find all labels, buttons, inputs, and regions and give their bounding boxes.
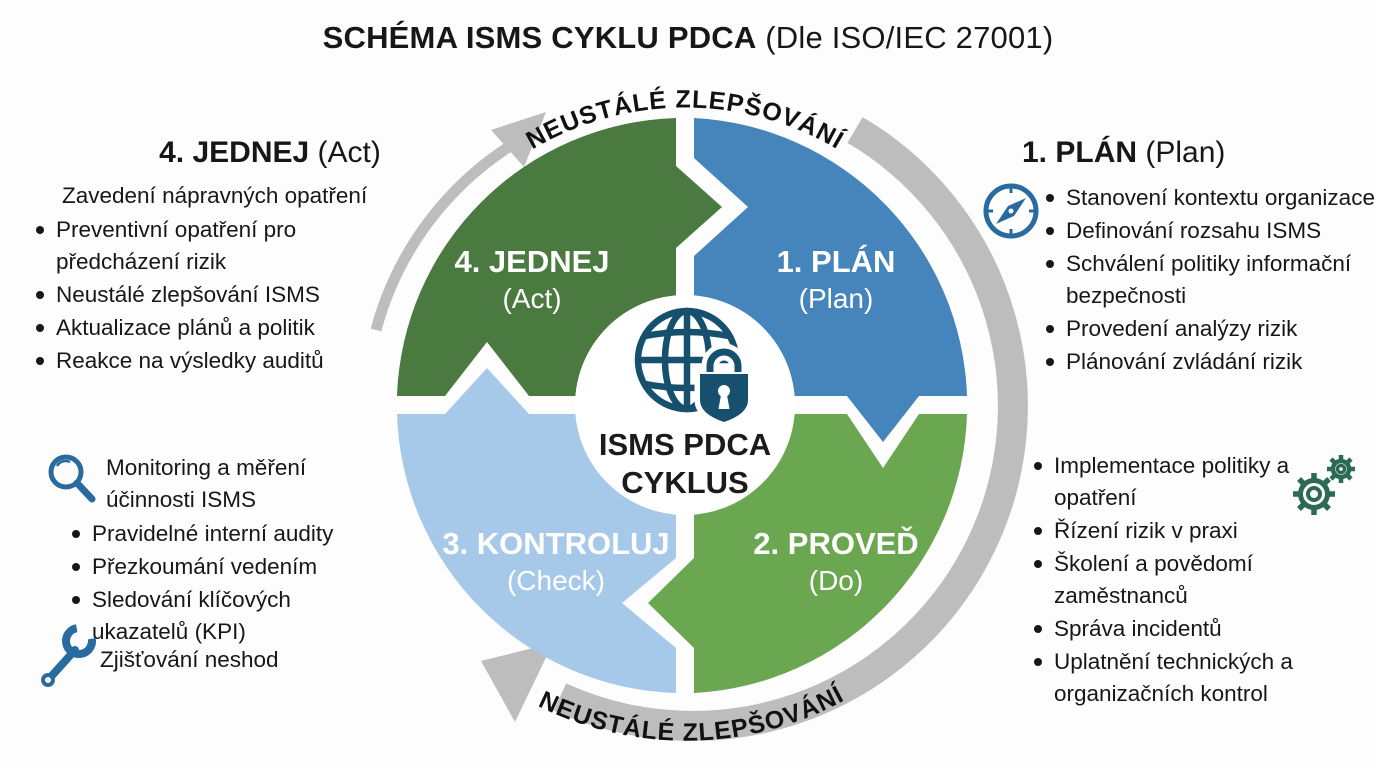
act-panel-heading: 4. JEDNEJ (Act) bbox=[159, 136, 381, 169]
quadrant-plan bbox=[694, 118, 967, 442]
quadrant-do bbox=[648, 414, 967, 693]
list-item: Definování rozsahu ISMS bbox=[1040, 215, 1376, 247]
quadrant-act bbox=[397, 118, 722, 396]
plan-panel-heading-suffix: (Plan) bbox=[1137, 136, 1226, 169]
list-item: Přezkoumání vedením bbox=[66, 551, 366, 583]
list-item: Neustálé zlepšování ISMS bbox=[30, 279, 402, 311]
list-item: Preventivní opatření pro předcházení riz… bbox=[30, 214, 402, 278]
quadrant-plan-sublabel: (Plan) bbox=[799, 283, 874, 314]
check-panel-list: Pravidelné interní audity Přezkoumání ve… bbox=[66, 518, 366, 649]
list-item: Reakce na výsledky auditů bbox=[30, 345, 402, 377]
page-title: SCHÉMA ISMS CYKLU PDCA (Dle ISO/IEC 2700… bbox=[0, 20, 1376, 56]
act-panel-intro: Zavedení nápravných opatření bbox=[62, 183, 368, 208]
center-title-line1: ISMS PDCA bbox=[599, 427, 771, 462]
list-item: Školení a povědomí zaměstnanců bbox=[1028, 548, 1318, 612]
list-item: Uplatnění technických a organizačních ko… bbox=[1028, 646, 1318, 710]
wrench-icon bbox=[34, 620, 98, 699]
quadrant-check-sublabel: (Check) bbox=[507, 565, 605, 596]
plan-panel-list: Stanovení kontextu organizace Definování… bbox=[1040, 182, 1376, 379]
quadrant-do-label: 2. PROVEĎ bbox=[753, 525, 918, 561]
quadrant-act-label: 4. JEDNEJ bbox=[454, 244, 609, 279]
quadrant-do-sublabel: (Do) bbox=[809, 565, 863, 596]
list-item: Schválení politiky informační bezpečnost… bbox=[1040, 248, 1376, 312]
list-item: Implementace politiky a opatření bbox=[1028, 450, 1318, 514]
page-title-normal: (Dle ISO/IEC 27001) bbox=[756, 20, 1054, 55]
act-panel-list: Preventivní opatření pro předcházení riz… bbox=[30, 214, 402, 378]
list-item: Plánování zvládání rizik bbox=[1040, 346, 1376, 378]
quadrant-check-label: 3. KONTROLUJ bbox=[442, 526, 669, 561]
act-panel-heading-suffix: (Act) bbox=[309, 136, 381, 169]
globe-lock-icon bbox=[634, 307, 754, 428]
do-panel-list: Implementace politiky a opatření Řízení … bbox=[1028, 450, 1318, 711]
cycle-arrowhead-bottom bbox=[481, 643, 553, 722]
list-item: Řízení rizik v praxi bbox=[1028, 515, 1318, 547]
list-item: Sledování klíčových ukazatelů (KPI) bbox=[66, 584, 366, 648]
list-item: Pravidelné interní audity bbox=[66, 518, 366, 550]
cycle-arrow-arc-right-bottom bbox=[553, 117, 1028, 741]
list-item: Stanovení kontextu organizace bbox=[1040, 182, 1376, 214]
quadrant-act-sublabel: (Act) bbox=[502, 283, 561, 314]
check-panel-last: Zjišťování neshod bbox=[100, 647, 279, 672]
page-title-bold: SCHÉMA ISMS CYKLU PDCA bbox=[322, 20, 757, 55]
cycle-arrow-arc-upper-left bbox=[370, 135, 523, 332]
list-item: Provedení analýzy rizik bbox=[1040, 313, 1376, 345]
gears-icon bbox=[1288, 452, 1360, 529]
list-item: Aktualizace plánů a politik bbox=[30, 312, 402, 344]
magnifier-icon bbox=[44, 452, 100, 513]
quadrant-plan-label: 1. PLÁN bbox=[777, 244, 896, 279]
compass-icon bbox=[982, 182, 1040, 245]
center-title-line2: CYKLUS bbox=[621, 465, 748, 500]
check-panel-lead: Monitoring a měření účinnosti ISMS bbox=[106, 455, 307, 512]
list-item: Správa incidentů bbox=[1028, 613, 1318, 645]
quadrant-check bbox=[397, 368, 676, 693]
plan-panel-heading: 1. PLÁN (Plan) bbox=[1022, 136, 1226, 169]
cycle-arrowhead-top bbox=[491, 112, 546, 167]
